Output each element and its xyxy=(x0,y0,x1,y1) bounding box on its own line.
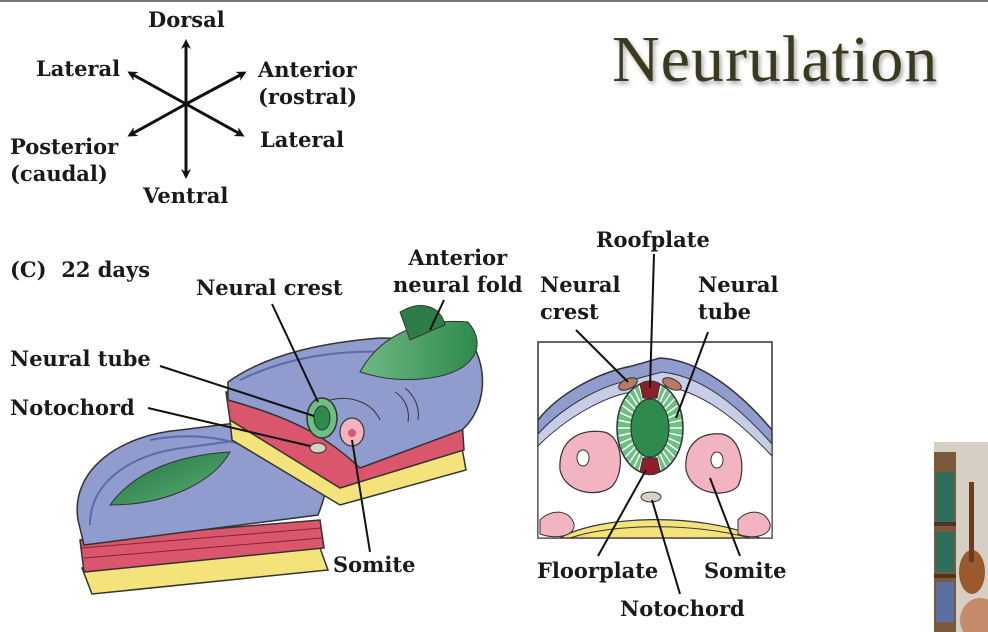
webcam-overlay xyxy=(934,442,988,632)
posterior-arrow xyxy=(127,102,187,137)
section-notochord xyxy=(640,491,662,503)
neural-tube-cell-line xyxy=(664,446,676,458)
compass-lateral-right-label: Lateral xyxy=(260,127,345,152)
compass-posterior-line2: (caudal) xyxy=(10,160,108,186)
section-roofplate xyxy=(639,380,661,399)
label-anterior-fold-line1: Anterior xyxy=(408,245,508,270)
neural-tube-cell-line xyxy=(628,393,639,407)
cut-notochord xyxy=(309,442,327,454)
leader-section-crest xyxy=(575,329,629,383)
leader-lines xyxy=(147,253,741,595)
compass-anterior-line1: Anterior xyxy=(258,57,357,82)
neural-tube-cell-line xyxy=(666,441,679,452)
orientation-compass xyxy=(127,39,247,179)
slide-title: Neurulation xyxy=(612,23,939,96)
neural-tube-cell-line xyxy=(666,404,679,415)
label-section-crest-line2: crest xyxy=(540,298,599,324)
section-somite-left xyxy=(559,430,621,494)
neural-tube-cell-line xyxy=(628,449,639,463)
label-neural-crest: Neural crest xyxy=(196,275,343,300)
embryo-3d-drawing xyxy=(76,305,484,595)
leader-floorplate xyxy=(597,469,647,557)
cross-section-diagram xyxy=(537,341,773,539)
neural-tube-cell-line xyxy=(621,404,634,415)
neural-tube-cell-line xyxy=(658,452,667,468)
neural-tube-cell-line xyxy=(633,452,642,468)
leader-anterior-fold xyxy=(429,299,445,331)
label-section-neural-tube: Neural tube xyxy=(698,272,778,326)
leader-section-notochord xyxy=(651,499,681,595)
label-section-crest-line1: Neural xyxy=(540,272,621,297)
section-neural-crest-right xyxy=(662,377,682,391)
neural-tube-cell-line xyxy=(618,419,632,424)
webcam-scene xyxy=(934,442,988,632)
neural-tube-cell-line xyxy=(621,441,634,452)
top-divider xyxy=(0,0,988,2)
neural-tube-cell-line xyxy=(667,437,681,445)
label-section-notochord: Notochord xyxy=(620,596,745,621)
label-roofplate: Roofplate xyxy=(596,227,710,252)
label-anterior-neural-fold: Anterior neural fold xyxy=(393,245,523,299)
neural-tube-cell-line xyxy=(618,432,632,437)
anterior-arrow xyxy=(185,71,247,106)
anterior-neural-fold xyxy=(359,320,478,381)
neural-tube-cell-line xyxy=(658,388,667,404)
label-floorplate: Floorplate xyxy=(537,558,659,583)
label-section-tube-line1: Neural xyxy=(698,272,779,297)
compass-posterior-line1: Posterior xyxy=(10,134,119,159)
compass-lateral-left-label: Lateral xyxy=(36,56,121,81)
label-section-somite: Somite xyxy=(704,558,787,583)
leader-section-somite xyxy=(709,477,741,557)
label-anterior-fold-line2: neural fold xyxy=(393,271,523,297)
compass-anterior-line2: (rostral) xyxy=(258,83,358,109)
label-somite: Somite xyxy=(333,552,416,577)
neural-tube-cell-line xyxy=(619,411,633,419)
neural-tube-cell-line xyxy=(668,432,682,437)
leader-somite xyxy=(351,439,371,553)
lateral-left-arrow xyxy=(127,71,187,106)
neural-tube-cell-line xyxy=(633,388,642,404)
leader-neural-tube xyxy=(159,365,315,417)
panel-letter: (C) xyxy=(10,257,47,282)
label-neural-tube: Neural tube xyxy=(10,346,151,371)
panel-heading: (C) 22 days xyxy=(10,257,150,284)
compass-anterior-label: Anterior (rostral) xyxy=(258,57,357,111)
label-section-neural-crest: Neural crest xyxy=(540,272,620,326)
compass-ventral-label: Ventral xyxy=(143,183,229,208)
leader-notochord xyxy=(147,407,311,447)
caudal-neural-plate xyxy=(109,451,231,506)
neural-tube-cell-line xyxy=(668,419,682,424)
neural-tube-cell-line xyxy=(661,393,672,407)
leader-neural-crest xyxy=(271,303,319,403)
label-notochord: Notochord xyxy=(10,395,135,420)
neural-tube-cell-line xyxy=(664,398,676,410)
label-section-tube-line2: tube xyxy=(698,298,752,324)
neural-tube-cell-line xyxy=(624,398,636,410)
leader-roofplate xyxy=(649,253,655,389)
compass-dorsal-label: Dorsal xyxy=(148,7,225,32)
neural-tube-cell-line xyxy=(624,446,636,458)
lateral-right-arrow xyxy=(185,102,245,137)
compass-posterior-label: Posterior (caudal) xyxy=(10,134,118,188)
neural-tube-cell-line xyxy=(619,437,633,445)
leader-section-tube xyxy=(675,331,709,419)
section-floorplate xyxy=(639,457,661,476)
neural-tube-cell-line xyxy=(661,449,672,463)
panel-stage: 22 days xyxy=(61,257,151,282)
